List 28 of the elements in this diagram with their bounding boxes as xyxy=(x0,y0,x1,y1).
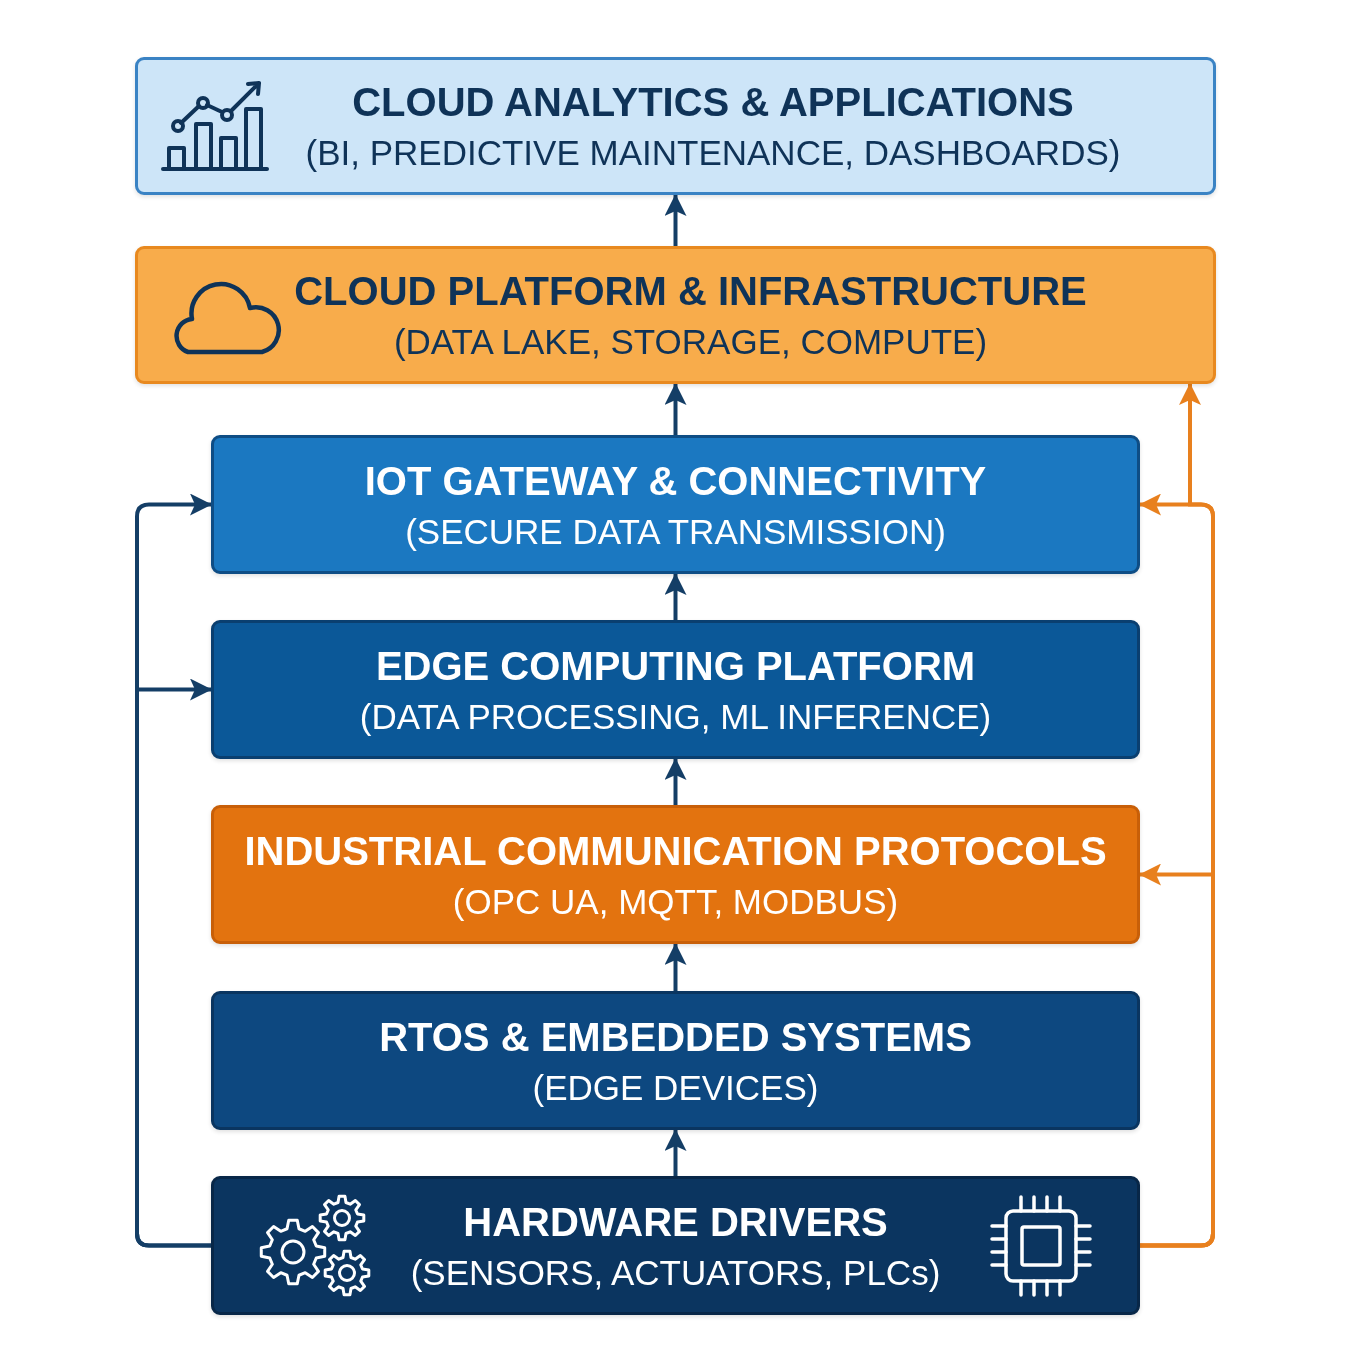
layer-title: HARDWARE DRIVERS xyxy=(463,1198,888,1246)
arrow xyxy=(664,573,687,620)
arrow xyxy=(664,1129,687,1176)
layer-subtitle: (EDGE DEVICES) xyxy=(532,1066,819,1109)
layer-title: RTOS & EMBEDDED SYSTEMS xyxy=(379,1013,972,1061)
arrow xyxy=(664,194,687,246)
layer-box xyxy=(135,57,1216,195)
arrow xyxy=(664,943,687,991)
layer-box xyxy=(211,1176,1140,1315)
layer-subtitle: (BI, PREDICTIVE MAINTENANCE, DASHBOARDS) xyxy=(305,132,1121,174)
layer-subtitle: (DATA PROCESSING, ML INFERENCE) xyxy=(359,695,992,738)
layer-box xyxy=(211,991,1140,1130)
layer-title: CLOUD PLATFORM & INFRASTRUCTURE xyxy=(294,268,1087,315)
layer-box xyxy=(211,805,1140,944)
arrow xyxy=(664,758,687,805)
arrow xyxy=(664,383,687,435)
layer-title: EDGE COMPUTING PLATFORM xyxy=(375,642,976,690)
layer-subtitle: (DATA LAKE, STORAGE, COMPUTE) xyxy=(393,321,988,363)
layer-title: IOT GATEWAY & CONNECTIVITY xyxy=(364,457,987,505)
layer-title: INDUSTRIAL COMMUNICATION PROTOCOLS xyxy=(244,827,1107,875)
arrow xyxy=(135,493,212,1248)
layer-subtitle: (OPC UA, MQTT, MODBUS) xyxy=(452,880,899,923)
layer-subtitle: (SECURE DATA TRANSMISSION) xyxy=(405,510,946,553)
layer-box xyxy=(211,435,1140,574)
layer-subtitle: (SENSORS, ACTUATORS, PLCs) xyxy=(410,1251,941,1294)
layer-title: CLOUD ANALYTICS & APPLICATIONS xyxy=(352,79,1074,126)
layer-box xyxy=(211,620,1140,759)
layer-box xyxy=(135,246,1216,384)
